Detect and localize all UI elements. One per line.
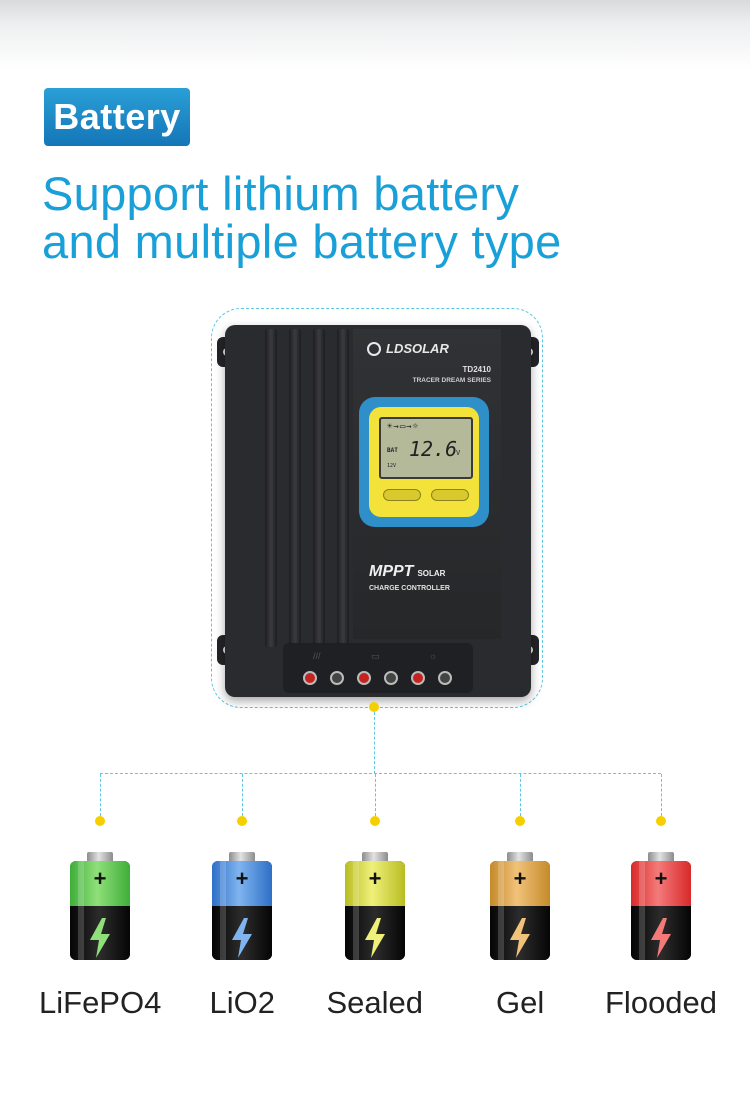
plus-icon: + — [368, 866, 382, 891]
brand-name: LDSOLAR — [386, 341, 449, 356]
terminal-battery-positive — [357, 671, 371, 685]
connector-dot-source — [369, 702, 379, 712]
load-symbol-icon: ☼ — [429, 651, 438, 661]
battery-type-label: Sealed — [326, 985, 424, 1020]
battery-type-label: Gel — [496, 985, 545, 1020]
battery-cap — [229, 852, 255, 862]
battery-type-label: LiFePO4 — [39, 985, 162, 1020]
product-title-suffix: SOLAR — [417, 569, 446, 578]
control-keys — [383, 489, 469, 501]
connector-drop — [100, 774, 101, 816]
heatsink-fin — [265, 329, 277, 647]
battery-type-label: LiO2 — [209, 985, 275, 1020]
brand-logo: LDSOLAR — [367, 341, 449, 356]
connector-dot — [656, 816, 666, 826]
product-title-main: MPPT — [369, 563, 414, 580]
lightning-bolt-icon — [232, 918, 252, 958]
battery-shine — [220, 861, 226, 960]
lcd-reading: 12.6 — [409, 437, 458, 461]
lightning-bolt-icon — [510, 918, 530, 958]
battery-color-band — [70, 861, 130, 906]
battery-icon: + — [212, 852, 272, 960]
headline: Support lithium battery and multiple bat… — [42, 170, 722, 266]
connector-drop — [242, 774, 243, 816]
battery-shine — [639, 861, 645, 960]
battery-cell: + — [631, 861, 691, 960]
plus-icon: + — [235, 866, 249, 891]
lcd-unit: V — [456, 449, 461, 457]
display-bezel: ☀→▭→☼ BAT 12.6 V 12V — [359, 397, 489, 527]
connector-dot — [237, 816, 247, 826]
battery-icon: + — [345, 852, 405, 960]
section-badge: Battery — [44, 88, 190, 146]
connector-drop — [375, 774, 376, 816]
connector-dot — [515, 816, 525, 826]
terminal-solar-positive — [303, 671, 317, 685]
connector-drop — [661, 774, 662, 816]
plus-icon: + — [93, 866, 107, 891]
top-background-shade — [0, 0, 750, 70]
controller-body: LDSOLAR TD2410 TRACER DREAM SERIES ☀→▭→☼… — [225, 325, 531, 697]
plus-icon: + — [654, 866, 668, 891]
terminal-load-negative — [438, 671, 452, 685]
charge-controller-image: LDSOLAR TD2410 TRACER DREAM SERIES ☀→▭→☼… — [217, 325, 539, 697]
battery-cap — [648, 852, 674, 862]
battery-cell: + — [212, 861, 272, 960]
headline-line-1: Support lithium battery — [42, 167, 520, 220]
battery-shine — [353, 861, 359, 960]
lightning-bolt-icon — [90, 918, 110, 958]
solar-symbol-icon: /// — [313, 651, 321, 661]
battery-icon: + — [70, 852, 130, 960]
connector-drop — [520, 774, 521, 816]
battery-shine — [78, 861, 84, 960]
terminal-load-positive — [411, 671, 425, 685]
display-surround: ☀→▭→☼ BAT 12.6 V 12V — [369, 407, 479, 517]
terminal-row — [303, 671, 452, 685]
battery-symbol-icon: ▭ — [371, 651, 380, 661]
connector-dot — [370, 816, 380, 826]
front-panel: LDSOLAR TD2410 TRACER DREAM SERIES ☀→▭→☼… — [353, 329, 501, 639]
model-number: TD2410 — [462, 365, 491, 374]
battery-cell: + — [490, 861, 550, 960]
headline-line-2: and multiple battery type — [42, 215, 562, 268]
battery-cell: + — [70, 861, 130, 960]
battery-cap — [507, 852, 533, 862]
brand-mark-icon — [367, 341, 381, 356]
battery-icon: + — [631, 852, 691, 960]
lightning-bolt-icon — [365, 918, 385, 958]
battery-cell: + — [345, 861, 405, 960]
battery-type-label: Flooded — [605, 985, 718, 1020]
connector-dot — [95, 816, 105, 826]
lcd-range: 12V — [387, 463, 397, 469]
lcd-screen: ☀→▭→☼ BAT 12.6 V 12V — [379, 417, 473, 479]
heatsink-fin — [313, 329, 325, 647]
battery-cap — [362, 852, 388, 862]
lcd-label: BAT — [387, 447, 398, 454]
right-key — [431, 489, 469, 501]
battery-icon: + — [490, 852, 550, 960]
plus-icon: + — [513, 866, 527, 891]
series-name: TRACER DREAM SERIES — [412, 377, 491, 384]
lightning-bolt-icon — [651, 918, 671, 958]
heatsink-fins — [255, 329, 355, 649]
terminal-battery-negative — [384, 671, 398, 685]
heatsink-fin — [289, 329, 301, 647]
terminal-block: /// ▭ ☼ — [283, 643, 473, 693]
left-key — [383, 489, 421, 501]
battery-color-band — [490, 861, 550, 906]
connector-bus — [100, 773, 661, 774]
battery-cap — [87, 852, 113, 862]
battery-shine — [498, 861, 504, 960]
heatsink-fin — [337, 329, 349, 647]
battery-color-band — [345, 861, 405, 906]
battery-color-band — [212, 861, 272, 906]
terminal-solar-negative — [330, 671, 344, 685]
lcd-status-icons: ☀→▭→☼ — [387, 422, 420, 432]
battery-color-band — [631, 861, 691, 906]
product-subtitle: CHARGE CONTROLLER — [369, 585, 450, 592]
connector-trunk — [374, 712, 375, 774]
